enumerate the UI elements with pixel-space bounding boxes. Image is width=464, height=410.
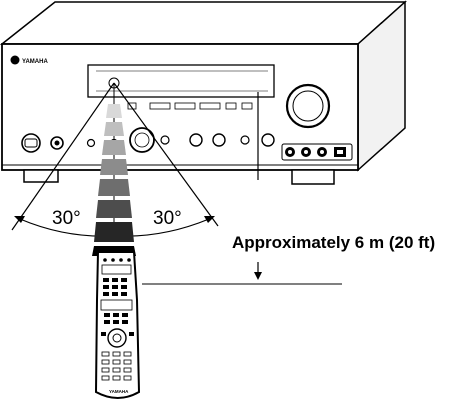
remote-dpad: [101, 328, 134, 348]
receiver-top-panel: [0, 1, 407, 45]
right-angle-label: 30°: [153, 208, 182, 229]
standby-button: [21, 133, 41, 153]
yamaha-logo-mark: [10, 55, 20, 65]
program-knob: [129, 127, 155, 153]
distance-label: Approximately 6 m (20 ft): [232, 233, 435, 252]
ir-signal-beam: [92, 104, 136, 256]
av-receiver: YAMAHA: [0, 0, 407, 185]
receiver-foot-right: [291, 169, 335, 185]
remote-control: YAMAHA: [94, 251, 141, 399]
volume-knob: [285, 83, 331, 129]
remote-brand-logo: YAMAHA: [109, 389, 129, 394]
receiver-brand-logo: YAMAHA: [22, 59, 48, 65]
small-button-left: [86, 138, 96, 148]
receiver-foot-left: [23, 169, 59, 183]
distance-indicator: [142, 92, 342, 285]
remote-keypad: [100, 278, 133, 324]
left-angle-label: 30°: [52, 208, 81, 229]
front-input-jacks: [281, 143, 353, 161]
